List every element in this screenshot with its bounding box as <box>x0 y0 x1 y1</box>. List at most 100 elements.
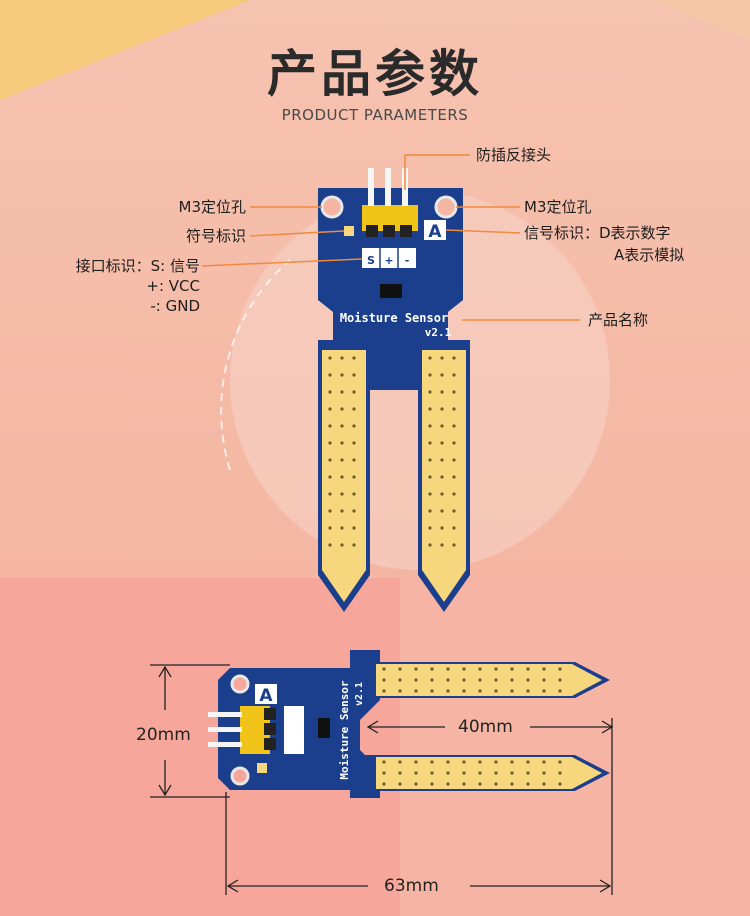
pad-dot <box>340 526 344 530</box>
pad-dot <box>430 782 434 786</box>
pad-dot <box>328 424 332 428</box>
pad-dot <box>328 356 332 360</box>
pad-dot <box>446 689 450 693</box>
pad-dot <box>352 390 356 394</box>
pad-dot <box>340 475 344 479</box>
pad-dot <box>478 667 482 671</box>
pad-dot <box>352 475 356 479</box>
pad-dot <box>440 543 444 547</box>
callout-anti-reverse: 防插反接头 <box>476 146 552 164</box>
pad-dot <box>462 782 466 786</box>
pad-dot <box>478 689 482 693</box>
pad-dot <box>452 475 456 479</box>
pad-dot <box>494 667 498 671</box>
pad-dot <box>328 441 332 445</box>
probe-pad-dots-top <box>328 356 456 547</box>
pad-dot <box>382 667 386 671</box>
page-subtitle: PRODUCT PARAMETERS <box>281 106 469 124</box>
pad-dot <box>542 771 546 775</box>
pad-dot <box>440 373 444 377</box>
pad-dot <box>328 373 332 377</box>
callout-interface-vcc: +: VCC <box>146 277 200 295</box>
pad-dot <box>340 407 344 411</box>
dimension-probe-length: 40mm <box>458 717 513 737</box>
board-mode-letter: A <box>428 222 442 242</box>
pad-dot <box>440 526 444 530</box>
pad-dot <box>428 475 432 479</box>
pad-dot <box>494 782 498 786</box>
pad-dot <box>440 475 444 479</box>
pad-dot <box>340 492 344 496</box>
pad-dot <box>494 678 498 682</box>
pad-dot <box>414 678 418 682</box>
board-pin-gnd: - <box>405 254 410 267</box>
pad-dot <box>452 492 456 496</box>
pad-dot <box>452 407 456 411</box>
pad-dot <box>542 678 546 682</box>
pad-dot <box>430 667 434 671</box>
pad-dot <box>452 526 456 530</box>
pad-dot <box>414 667 418 671</box>
page-title: 产品参数 <box>267 45 483 103</box>
pad-dot <box>352 373 356 377</box>
sensor-board-horizontal <box>208 650 610 798</box>
pad-dot <box>328 509 332 513</box>
pad-dot <box>558 689 562 693</box>
decor-dashed-arc <box>220 259 291 471</box>
pad-dot <box>328 543 332 547</box>
callout-interface-mark: 接口标识：S: 信号 <box>75 257 200 275</box>
pad-dot <box>542 782 546 786</box>
pad-dot <box>494 760 498 764</box>
pad-dot <box>446 678 450 682</box>
probe-pad-dots-bottom <box>382 667 562 786</box>
pad-dot <box>340 424 344 428</box>
decor-streak <box>650 0 750 40</box>
pad-dot <box>478 678 482 682</box>
pad-dot <box>440 390 444 394</box>
decor-triangle <box>0 0 250 100</box>
pad-dot <box>558 760 562 764</box>
pad-dot <box>462 771 466 775</box>
pad-dot <box>398 667 402 671</box>
pad-dot <box>440 407 444 411</box>
pad-dot <box>428 407 432 411</box>
callout-m3-hole-right: M3定位孔 <box>524 198 592 216</box>
pad-dot <box>452 441 456 445</box>
board-pin-vcc: + <box>384 254 393 267</box>
pad-dot <box>398 678 402 682</box>
pad-dot <box>440 509 444 513</box>
pad-dot <box>328 458 332 462</box>
pad-dot <box>452 458 456 462</box>
pad-dot <box>428 526 432 530</box>
pad-dot <box>428 390 432 394</box>
pad-dot <box>542 667 546 671</box>
pad-dot <box>510 771 514 775</box>
pad-dot <box>340 373 344 377</box>
pad-dot <box>526 667 530 671</box>
pad-dot <box>414 760 418 764</box>
pad-dot <box>428 492 432 496</box>
pad-dot <box>462 667 466 671</box>
pad-dot <box>558 771 562 775</box>
pad-dot <box>340 356 344 360</box>
callout-symbol-mark: 符号标识 <box>185 227 246 245</box>
pad-dot <box>352 458 356 462</box>
pad-dot <box>352 407 356 411</box>
pad-dot <box>428 373 432 377</box>
callout-m3-hole-left: M3定位孔 <box>178 198 247 216</box>
pad-dot <box>478 782 482 786</box>
callout-interface-gnd: -: GND <box>150 297 200 315</box>
pad-dot <box>352 509 356 513</box>
board-pin-s: S <box>367 254 375 267</box>
pad-dot <box>558 667 562 671</box>
pad-dot <box>478 771 482 775</box>
pad-dot <box>340 390 344 394</box>
pad-dot <box>446 771 450 775</box>
pad-dot <box>398 760 402 764</box>
pad-dot <box>382 760 386 764</box>
pad-dot <box>542 760 546 764</box>
pad-dot <box>452 543 456 547</box>
board-version: v2.1 <box>425 326 452 339</box>
pad-dot <box>328 492 332 496</box>
